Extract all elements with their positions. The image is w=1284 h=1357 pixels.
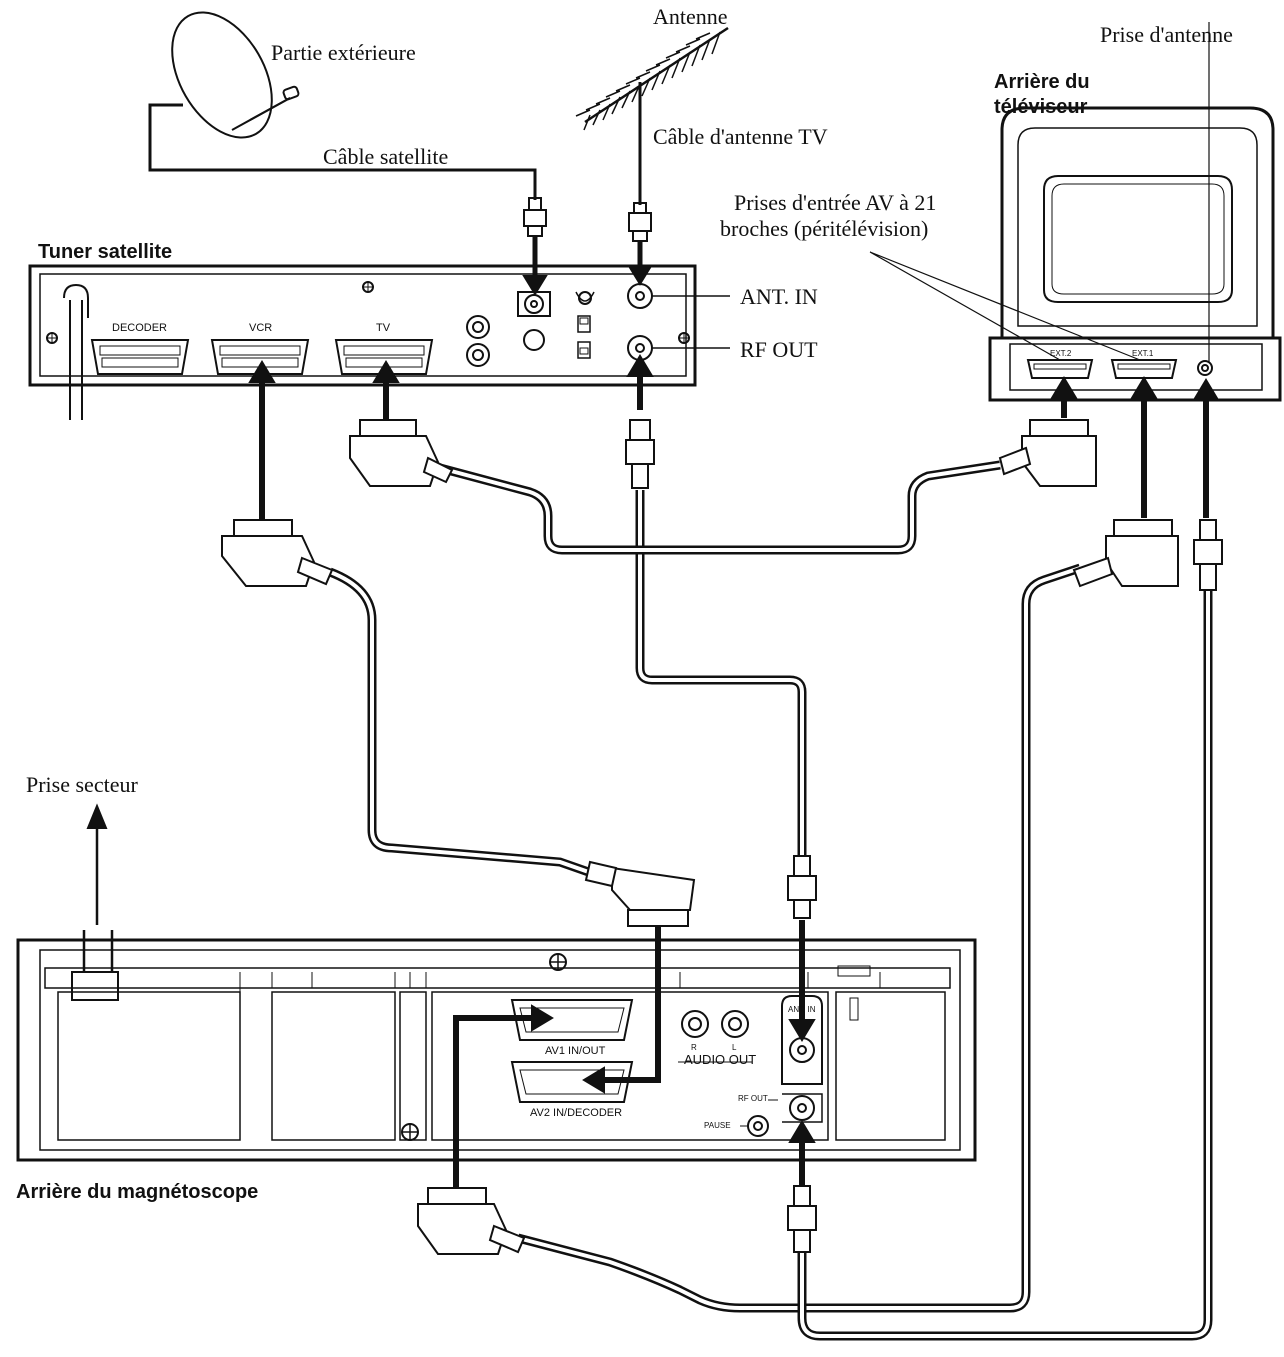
coax-plug-vcr-rfout xyxy=(787,1185,817,1253)
antenna-socket-label: Prise d'antenne xyxy=(1100,22,1233,47)
connection-arrows xyxy=(248,354,1220,1188)
satellite-dish-icon xyxy=(148,11,537,200)
antenna-label: Antenne xyxy=(653,4,728,29)
scart-plug-tuner-tv xyxy=(349,419,454,487)
vcr-port-av1: AV1 IN/OUT xyxy=(545,1045,606,1057)
scart-plug-tuner-vcr xyxy=(221,519,334,587)
vcr-port-audio-l: L xyxy=(732,1043,737,1052)
coax-plug-vcr-antin xyxy=(787,855,817,919)
tv-antenna-icon xyxy=(575,26,729,205)
tv-port-ext1: EXT.1 xyxy=(1132,349,1154,358)
scart-plug-tv-ext2 xyxy=(998,419,1097,487)
outdoor-unit-label: Partie extérieure xyxy=(271,40,416,65)
tv-antenna-cable-label: Câble d'antenne TV xyxy=(653,124,828,149)
cables xyxy=(328,460,1213,1341)
tuner-port-vcr: VCR xyxy=(249,322,273,334)
vcr-port-ant-in: ANT. IN xyxy=(788,1005,816,1014)
vcr-rear-label: Arrière du magnétoscope xyxy=(16,1181,259,1203)
tuner-ant-in-label: ANT. IN xyxy=(740,284,818,309)
television-rear xyxy=(988,22,1282,402)
vcr-rear-box xyxy=(16,930,977,1162)
tv-rear-label-line2: téléviseur xyxy=(994,96,1088,118)
scart-plug-tv-ext1 xyxy=(1072,519,1179,588)
vcr-port-audio-out: AUDIO OUT xyxy=(684,1052,757,1067)
mains-arrow xyxy=(86,803,108,925)
tuner-port-tv: TV xyxy=(376,322,391,334)
tuner-label: Tuner satellite xyxy=(38,241,173,263)
vcr-port-av2: AV2 IN/DECODER xyxy=(530,1107,623,1119)
tuner-port-decoder: DECODER xyxy=(112,322,168,334)
tuner-rf-out-label: RF OUT xyxy=(740,337,818,362)
scart-plug-vcr-av2 xyxy=(584,860,696,927)
coax-plug-tv-socket xyxy=(1193,519,1223,591)
scart-inputs-label-line1: Prises d'entrée AV à 21 xyxy=(734,190,937,215)
tv-port-ext2: EXT.2 xyxy=(1050,349,1072,358)
antenna-plug xyxy=(627,202,653,286)
scart-inputs-label-line2: broches (péritélévision) xyxy=(720,216,929,241)
coax-plug-tuner-rfout xyxy=(625,419,655,489)
scart-leader-lines xyxy=(869,251,1141,361)
vcr-port-rf-out: RF OUT xyxy=(738,1094,768,1103)
vcr-port-pause: PAUSE xyxy=(704,1121,731,1130)
satellite-plug xyxy=(522,197,548,296)
tv-rear-label-line1: Arrière du xyxy=(994,71,1090,93)
mains-socket-label: Prise secteur xyxy=(26,772,138,797)
satellite-tuner-box xyxy=(28,264,730,420)
satellite-cable-label: Câble satellite xyxy=(323,144,449,169)
scart-plug-vcr-av1 xyxy=(417,1187,526,1255)
vcr-port-audio-r: R xyxy=(691,1043,697,1052)
